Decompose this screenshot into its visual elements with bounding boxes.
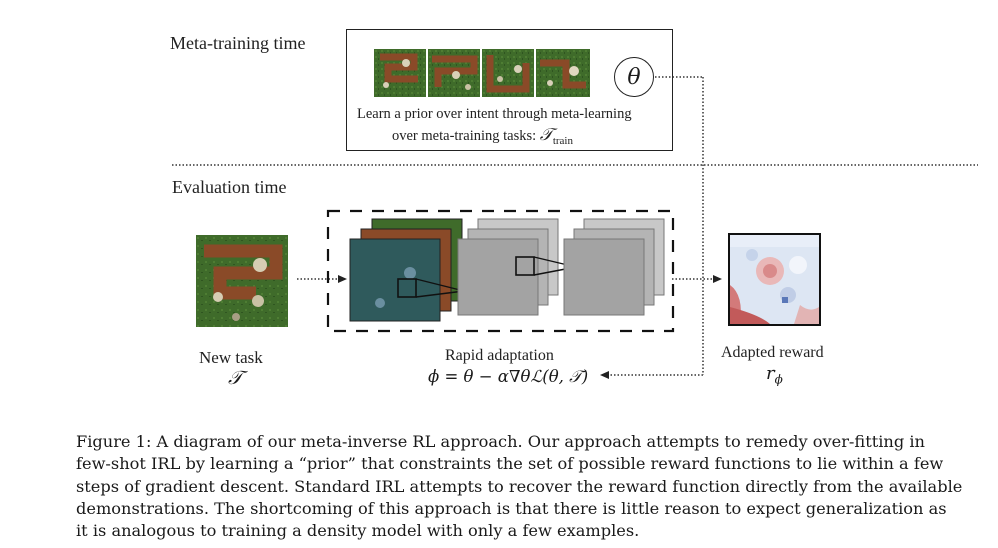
rapid-adaptation-stack — [340, 215, 670, 330]
meta-box-line2-prefix: over meta-training tasks: — [392, 128, 537, 144]
meta-box-line2-math: 𝒯 — [539, 125, 553, 145]
caption-line-5: it is analogous to training a density mo… — [76, 521, 640, 541]
evaluation-label: Evaluation time — [172, 177, 287, 197]
caption-line-3: steps of gradient descent. Standard IRL … — [76, 476, 963, 496]
figure: Meta-training time — [170, 29, 978, 389]
connector-lines — [172, 76, 978, 379]
adapted-reward-sub: ϕ — [774, 372, 783, 387]
adapted-reward-symbol: rϕ — [766, 363, 783, 387]
frame-3 — [482, 49, 534, 97]
theta-symbol: θ — [627, 64, 641, 90]
caption-line-1: Figure 1: A diagram of our meta-inverse … — [76, 432, 925, 451]
meta-frame-strip — [374, 49, 590, 97]
figure-caption: Figure 1: A diagram of our meta-inverse … — [76, 431, 963, 542]
meta-box-line2-sub: train — [552, 134, 573, 147]
adapted-reward-label: Adapted reward — [721, 344, 824, 361]
frame-4 — [536, 49, 590, 97]
adapted-reward-heatmap — [728, 233, 821, 326]
new-task-label: New task — [199, 348, 263, 367]
rapid-adaptation-label: Rapid adaptation — [445, 347, 554, 364]
meta-box-line1: Learn a prior over intent through meta-l… — [357, 106, 632, 122]
caption-line-4: demonstrations. The shortcoming of this … — [76, 498, 947, 518]
frame-1 — [374, 49, 426, 97]
frame-2 — [428, 49, 480, 97]
rapid-adaptation-equation: ϕ = θ − α∇θℒ(θ, 𝒯) — [428, 367, 589, 386]
meta-training-box — [346, 29, 673, 151]
caption-line-2: few-shot IRL by learning a “prior” that … — [76, 454, 944, 474]
meta-box-line2: over meta-training tasks: 𝒯train — [392, 125, 573, 147]
theta-node: θ — [614, 57, 654, 97]
game-frames-image — [374, 49, 590, 97]
new-task-symbol: 𝒯 — [228, 367, 243, 389]
new-task-image — [196, 235, 288, 327]
adapted-reward-r: r — [766, 363, 775, 384]
meta-training-label: Meta-training time — [170, 33, 306, 53]
